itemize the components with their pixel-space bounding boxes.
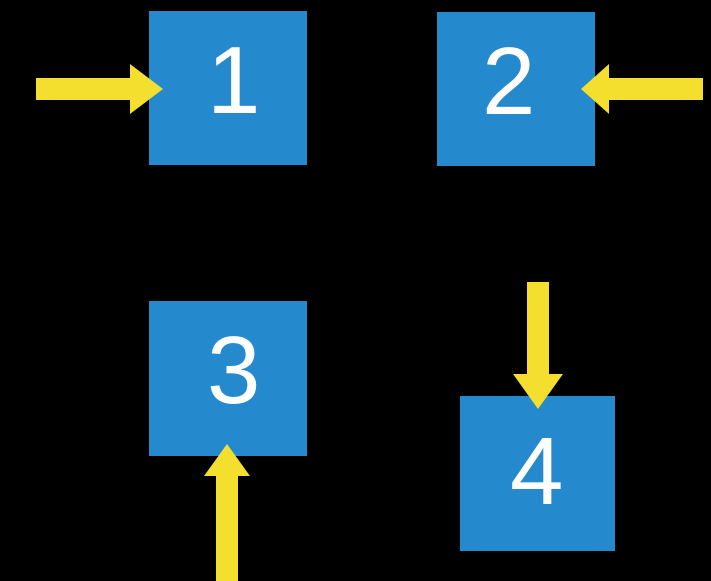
node-box-4[interactable]: 4 <box>460 396 615 551</box>
node-label-2: 2 <box>482 28 536 135</box>
node-box-1[interactable]: 1 <box>149 11 307 165</box>
arrow-left-into-node-2 <box>581 64 703 114</box>
arrow-right-into-node-1 <box>36 64 163 114</box>
node-box-2[interactable]: 2 <box>437 12 595 166</box>
node-label-1: 1 <box>207 27 261 134</box>
arrow-down-into-node-4 <box>513 282 563 409</box>
node-label-4: 4 <box>510 418 564 525</box>
node-box-3[interactable]: 3 <box>149 301 307 456</box>
arrow-up-into-node-3 <box>204 444 250 581</box>
node-label-3: 3 <box>207 317 261 424</box>
